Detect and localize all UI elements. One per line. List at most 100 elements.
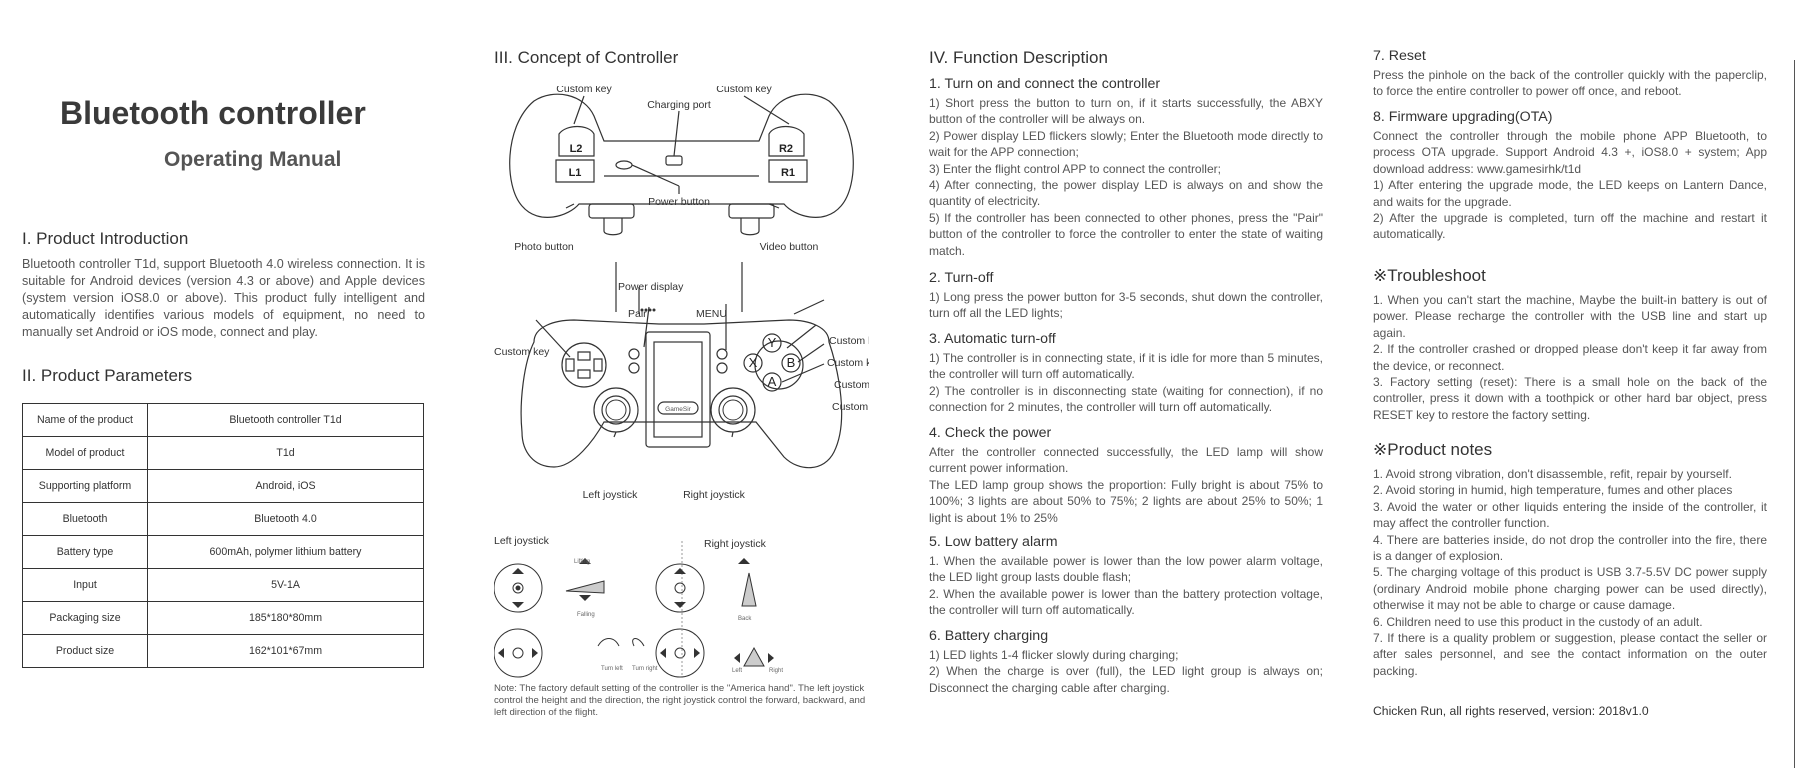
function-title: 5. Low battery alarm <box>929 534 1058 550</box>
reset-text: Press the pinhole on the back of the con… <box>1373 68 1767 99</box>
label-left-joystick: Left joystick <box>583 489 639 501</box>
concept-note: Note: The factory default setting of the… <box>494 683 866 718</box>
button-b-label: B <box>787 355 796 370</box>
param-value: Bluetooth 4.0 <box>147 502 424 536</box>
label-video-button: Video button <box>760 241 819 253</box>
product-notes-section: ※Product notes 1. Avoid strong vibration… <box>1373 440 1767 679</box>
param-value: Bluetooth controller T1d <box>147 403 424 437</box>
label-left: Left <box>732 668 742 674</box>
label-right: Right <box>769 668 783 674</box>
function-title: 1. Turn on and connect the controller <box>929 76 1161 92</box>
param-key: Supporting platform <box>22 469 148 503</box>
controller-front-diagram: C1 C2 Power display Pair MENU Custom key… <box>494 262 869 501</box>
ota-text: Connect the controller through the mobil… <box>1373 129 1767 242</box>
joystick-direction-diagram: Left joystick Right joystick Lifting Fal… <box>494 536 783 678</box>
function-title: 4. Check the power <box>929 425 1052 441</box>
param-value: 5V-1A <box>147 568 424 602</box>
label-charging-port: Charging port <box>647 99 711 111</box>
label-r1: R1 <box>781 167 795 179</box>
label-turn-right: Turn right <box>632 666 658 672</box>
label-right-joystick-dir: Right joystick <box>704 538 767 550</box>
param-key: Name of the product <box>22 403 148 437</box>
intro-text: Bluetooth controller T1d, support Blueto… <box>22 257 425 339</box>
ota-title: 8. Firmware upgrading(OTA) <box>1373 109 1553 125</box>
label-photo-button: Photo button <box>514 241 574 253</box>
function-text: 1) Short press the button to turn on, if… <box>929 96 1323 258</box>
troubleshoot-title: ※Troubleshoot <box>1373 266 1486 285</box>
controller-top-diagram: Custom key Custom key Charging port Powe… <box>509 86 854 253</box>
param-key: Packaging size <box>22 601 148 635</box>
product-notes-title: ※Product notes <box>1373 440 1493 459</box>
label-power-button: Power button <box>648 196 710 208</box>
label-custom-key-r3: Custom key <box>834 379 869 391</box>
function-title: 6. Battery charging <box>929 628 1049 644</box>
brand-logo: GameSir <box>665 406 691 413</box>
function-section-3: 3. Automatic turn-off 1) The controller … <box>929 331 1323 416</box>
functions-heading: IV. Function Description <box>929 48 1108 67</box>
label-menu: MENU <box>696 308 727 320</box>
label-power-display: Power display <box>618 281 684 293</box>
button-a-label: A <box>768 374 777 389</box>
label-back: Back <box>738 616 752 622</box>
param-key: Product size <box>22 634 148 668</box>
params-heading: II. Product Parameters <box>22 366 193 385</box>
param-value: T1d <box>147 436 424 470</box>
page-edge-line <box>1794 60 1795 768</box>
function-title: 3. Automatic turn-off <box>929 331 1056 347</box>
label-custom-key-left: Custom key <box>556 86 612 95</box>
label-falling: Falling <box>577 612 595 618</box>
label-custom-key-r4: Custom key <box>832 401 869 413</box>
param-key: Battery type <box>22 535 148 569</box>
label-right-joystick: Right joystick <box>683 489 746 501</box>
function-section-2: 2. Turn-off 1) Long press the power butt… <box>929 270 1323 322</box>
function-text: 1) The controller is in connecting state… <box>929 351 1323 415</box>
label-custom-key-r1: Custom key <box>829 335 869 347</box>
param-value: 600mAh, polymer lithium battery <box>147 535 424 569</box>
param-key: Bluetooth <box>22 502 148 536</box>
label-custom-key-right: Custom key <box>716 86 772 95</box>
label-l2: L2 <box>570 143 583 155</box>
function-section-4: 4. Check the power After the controller … <box>929 425 1323 526</box>
label-lifting: Lifting <box>574 559 590 565</box>
function-section-1: 1. Turn on and connect the controller 1)… <box>929 76 1323 259</box>
reset-section: 7. Reset Press the pinhole on the back o… <box>1373 48 1767 100</box>
concept-heading: III. Concept of Controller <box>494 48 679 67</box>
function-title: 2. Turn-off <box>929 270 994 286</box>
param-value: Android, iOS <box>147 469 424 503</box>
label-left-joystick-dir: Left joystick <box>494 536 550 547</box>
label-pair: Pair <box>628 308 647 320</box>
button-y-label: Y <box>768 335 777 350</box>
function-text: After the controller connected successfu… <box>929 445 1323 525</box>
functions-block: IV. Function Description <box>929 48 1323 70</box>
param-key: Input <box>22 568 148 602</box>
function-section-6: 6. Battery charging 1) LED lights 1-4 fl… <box>929 628 1323 696</box>
param-value: 185*180*80mm <box>147 601 424 635</box>
function-section-5: 5. Low battery alarm 1. When the availab… <box>929 534 1323 619</box>
label-r2: R2 <box>779 143 793 155</box>
footer: Chicken Run, all rights reserved, versio… <box>1373 704 1649 718</box>
product-notes-text: 1. Avoid strong vibration, don't disasse… <box>1373 467 1767 678</box>
param-value: 162*101*67mm <box>147 634 424 668</box>
troubleshoot-text: 1. When you can't start the machine, May… <box>1373 293 1767 422</box>
ota-section: 8. Firmware upgrading(OTA) Connect the c… <box>1373 109 1767 243</box>
label-turn-left: Turn left <box>601 666 623 672</box>
param-key: Model of product <box>22 436 148 470</box>
button-x-label: X <box>749 355 758 370</box>
function-text: 1) LED lights 1-4 flicker slowly during … <box>929 648 1323 695</box>
troubleshoot-section: ※Troubleshoot 1. When you can't start th… <box>1373 266 1767 423</box>
function-text: 1) Long press the power button for 3-5 s… <box>929 290 1323 321</box>
page-subtitle: Operating Manual <box>164 148 342 171</box>
intro-heading: I. Product Introduction <box>22 229 189 248</box>
reset-title: 7. Reset <box>1373 48 1426 64</box>
label-custom-key-r2: Custom key <box>827 357 869 369</box>
page-title: Bluetooth controller <box>60 95 366 131</box>
